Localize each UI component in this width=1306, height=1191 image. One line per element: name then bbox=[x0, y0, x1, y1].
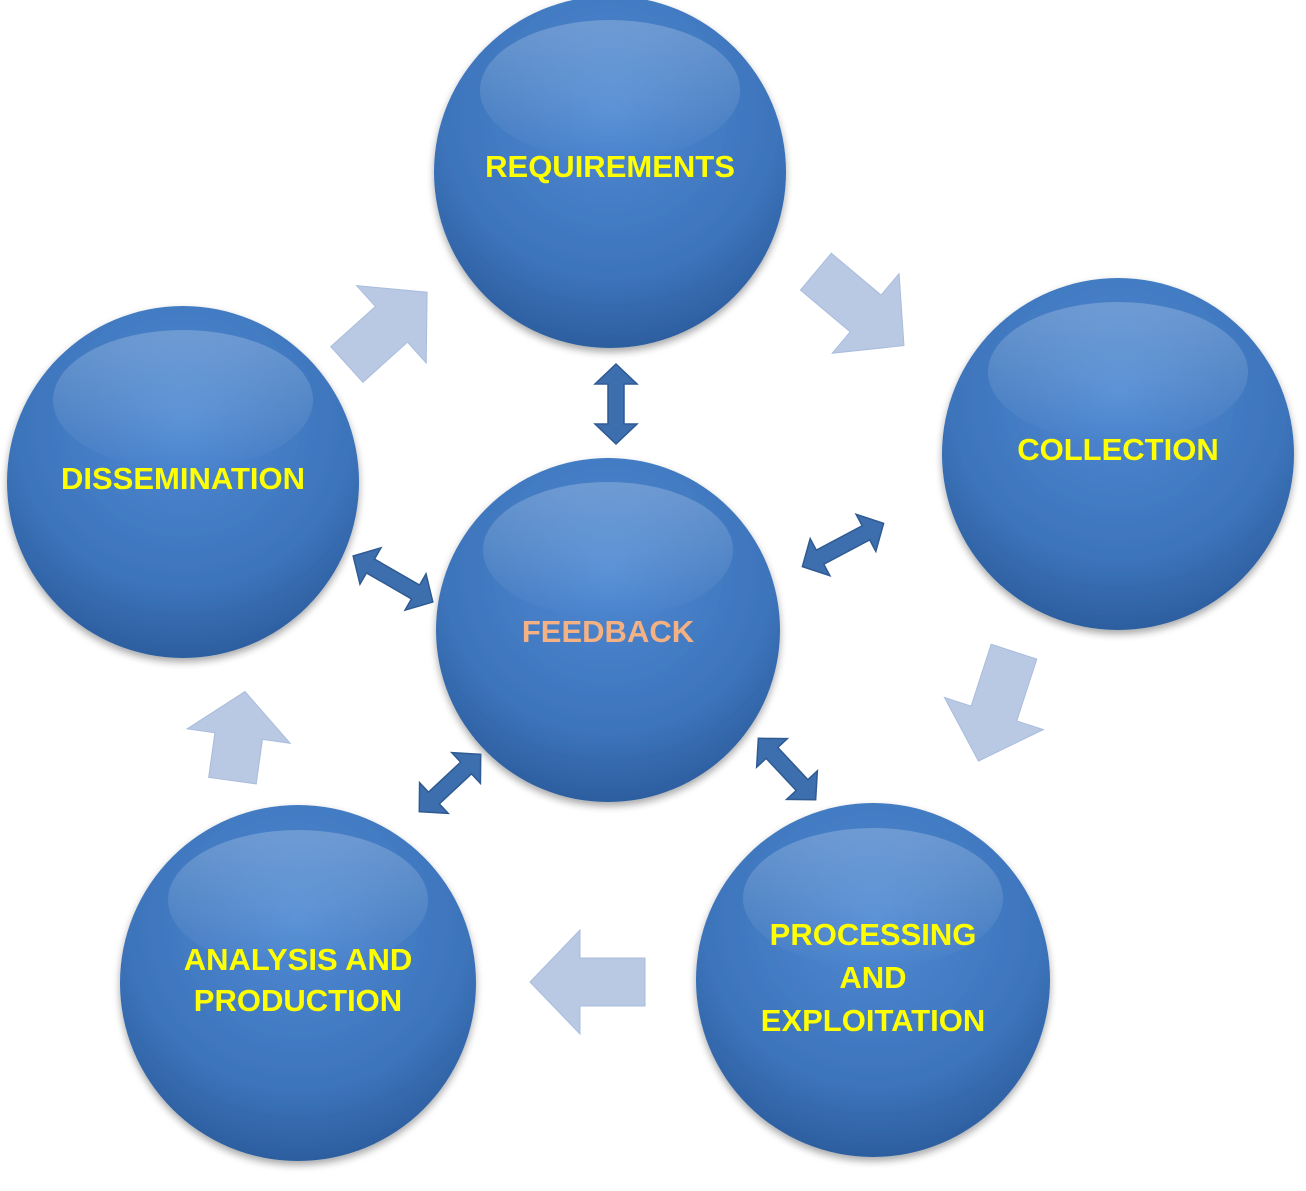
analysis-and-production-node: ANALYSIS AND PRODUCTION bbox=[120, 805, 476, 1161]
link-arrows bbox=[352, 362, 885, 815]
requirements-sheen bbox=[480, 20, 740, 160]
dissemination-sheen bbox=[53, 330, 313, 470]
link-arrow-feedback-processing bbox=[755, 737, 819, 801]
collection-label: COLLECTION bbox=[1017, 432, 1219, 467]
collection-node: COLLECTION bbox=[942, 278, 1294, 630]
dissemination-label: DISSEMINATION bbox=[61, 461, 305, 496]
cycle-arrow-dissemination-to-requirements bbox=[330, 285, 428, 383]
collection-sheen bbox=[988, 302, 1248, 442]
processing-label-line-2: AND bbox=[839, 960, 906, 995]
stage-circles: REQUIREMENTS COLLECTION PROCESSING AND E… bbox=[7, 0, 1294, 1161]
cycle-arrow-requirements-to-collection bbox=[799, 252, 905, 354]
link-arrow-feedback-requirements bbox=[593, 362, 639, 446]
cycle-arrow-analysis-to-dissemination bbox=[185, 690, 292, 785]
requirements-node: REQUIREMENTS bbox=[434, 0, 786, 348]
analysis-label-line-1: ANALYSIS AND bbox=[184, 942, 413, 977]
link-arrow-feedback-analysis bbox=[418, 751, 482, 815]
feedback-label: FEEDBACK bbox=[522, 614, 695, 649]
processing-and-exploitation-node: PROCESSING AND EXPLOITATION bbox=[696, 803, 1050, 1157]
cycle-arrow-collection-to-processing bbox=[943, 643, 1045, 762]
processing-sheen bbox=[743, 828, 1003, 968]
requirements-label: REQUIREMENTS bbox=[485, 149, 735, 184]
dissemination-node: DISSEMINATION bbox=[7, 306, 359, 658]
analysis-sheen bbox=[168, 830, 428, 970]
cycle-arrows bbox=[185, 252, 1045, 1036]
processing-label-line-1: PROCESSING bbox=[770, 917, 977, 952]
processing-label-line-3: EXPLOITATION bbox=[761, 1003, 985, 1038]
link-arrow-feedback-dissemination bbox=[352, 546, 434, 612]
feedback-sheen bbox=[483, 482, 733, 618]
analysis-label-line-2: PRODUCTION bbox=[194, 983, 402, 1018]
link-arrow-feedback-collection bbox=[801, 512, 885, 578]
feedback-node: FEEDBACK bbox=[436, 458, 780, 802]
cycle-arrow-processing-to-analysis bbox=[529, 928, 646, 1036]
